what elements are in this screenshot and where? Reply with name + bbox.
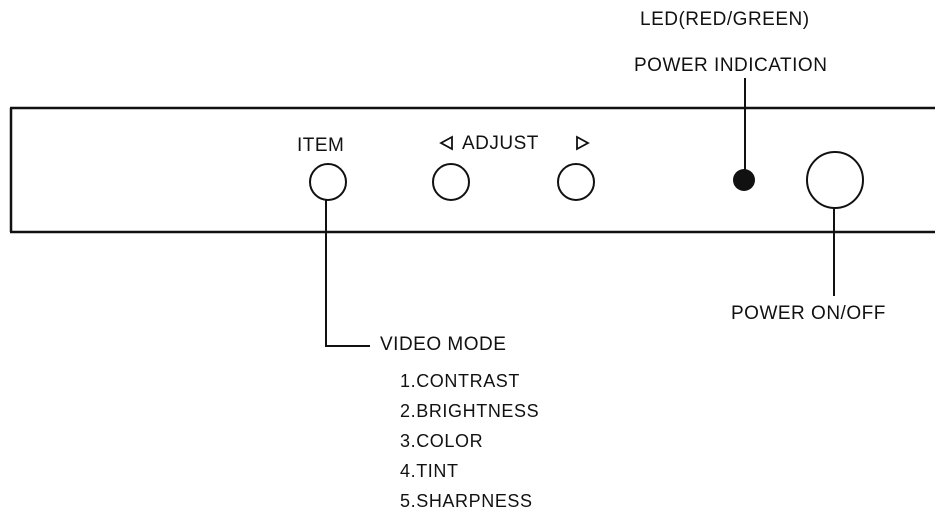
power-button[interactable]	[806, 151, 864, 209]
adjust-left-button[interactable]	[432, 163, 470, 201]
adjust-left-arrow-icon	[439, 135, 453, 151]
item-label: ITEM	[297, 135, 345, 156]
adjust-right-button[interactable]	[557, 163, 595, 201]
menu-item-contrast: 1.CONTRAST	[400, 371, 521, 391]
adjust-right-arrow-icon	[576, 135, 590, 151]
item-leader-line	[325, 200, 370, 347]
led-label: LED(RED/GREEN)	[640, 9, 810, 30]
menu-item-color: 3.COLOR	[400, 431, 484, 451]
menu-item-sharpness: 5.SHARPNESS	[400, 491, 533, 511]
adjust-label: ADJUST	[462, 133, 539, 154]
power-indication-label: POWER INDICATION	[634, 55, 828, 76]
video-mode-label: VIDEO MODE	[380, 334, 507, 355]
menu-item-tint: 4.TINT	[400, 461, 459, 481]
item-button[interactable]	[309, 163, 347, 201]
menu-item-brightness: 2.BRIGHTNESS	[400, 401, 540, 421]
power-on-off-label: POWER ON/OFF	[731, 303, 886, 324]
led-indicator	[733, 169, 755, 191]
